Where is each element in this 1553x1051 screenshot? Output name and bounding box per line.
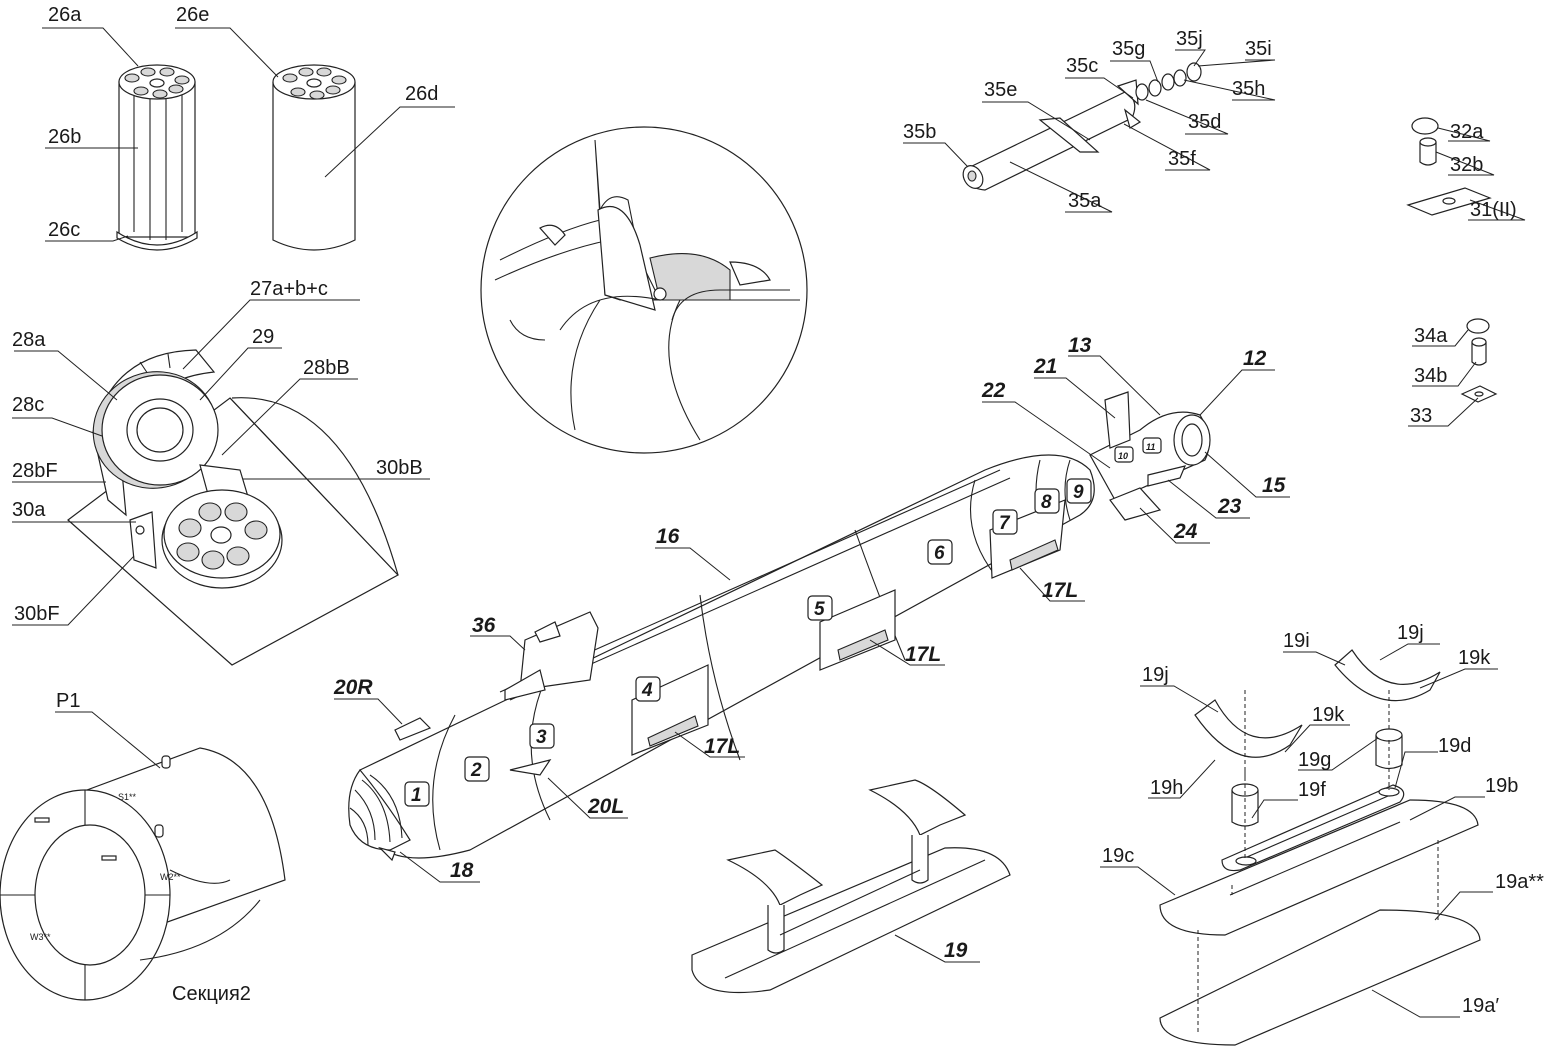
section-number-8: 8 [1041,492,1052,513]
label-19g: 19g [1298,749,1331,771]
marker-s1: S1** [118,792,137,802]
label-17L-c: 17L [704,735,740,758]
label-20R: 20R [333,676,373,699]
label-12: 12 [1243,347,1267,370]
section-number-1: 1 [411,785,422,806]
part-19-exploded [1159,649,1481,1046]
label-32a: 32a [1450,121,1484,143]
label-35e: 35e [984,79,1017,101]
label-35a: 35a [1068,190,1102,212]
label-28bF: 28bF [12,460,58,482]
label-35j: 35j [1176,28,1203,50]
part-35-torpedo [962,62,1202,191]
label-13: 13 [1068,334,1092,357]
label-17L-a: 17L [1042,579,1078,602]
label-35f: 35f [1168,148,1196,170]
label-33: 33 [1410,405,1432,427]
label-34b: 34b [1414,365,1447,387]
section-number-4: 4 [641,680,653,701]
part-26-tube-pack [116,64,198,251]
detail-circle-inset [480,126,808,454]
label-19f: 19f [1298,779,1326,801]
label-30a: 30a [12,499,46,521]
label-18: 18 [450,859,474,882]
section-number-5: 5 [814,599,825,620]
section-number-11: 11 [1146,442,1155,452]
section-number-7: 7 [999,513,1011,534]
label-28c: 28c [12,394,44,416]
label-19c: 19c [1102,845,1134,867]
marker-w3: W3** [30,932,51,942]
label-35g: 35g [1112,38,1145,60]
label-35b: 35b [903,121,936,143]
label-19a-prime: 19a′ [1462,995,1499,1017]
leader-19 [894,934,980,963]
main-hull [348,391,1211,862]
label-19j-right: 19j [1397,622,1424,644]
label-26e: 26e [176,4,209,26]
label-28bB: 28bB [303,357,350,379]
parts-33-34 [1460,318,1498,403]
label-26c: 26c [48,219,80,241]
leader-P1 [55,711,161,769]
label-30bF: 30bF [14,603,60,625]
label-17L-b: 17L [905,643,941,666]
label-19a-star: 19a** [1495,871,1544,893]
label-26d: 26d [405,83,438,105]
label-32b: 32b [1450,154,1483,176]
part-26-tube-shell [272,64,356,251]
label-24: 24 [1173,520,1198,543]
leaders-hull [334,355,1290,883]
label-36: 36 [472,614,496,637]
label-21: 21 [1033,355,1057,378]
leaders-27-30 [12,299,430,626]
label-31: 31(II) [1470,199,1517,221]
section-number-10: 10 [1118,451,1128,461]
label-16: 16 [656,525,680,548]
label-27abc: 27a+b+c [250,278,328,300]
label-35i: 35i [1245,38,1272,60]
parts-31-32 [1406,117,1492,216]
leaders-35 [903,49,1276,213]
section-boxes [404,437,1162,807]
label-19j-left: 19j [1142,664,1169,686]
label-P1: P1 [56,690,80,712]
label-23: 23 [1217,495,1242,518]
label-15: 15 [1262,474,1286,497]
label-19: 19 [944,939,968,962]
part-19-stand [691,779,1011,994]
label-28a: 28a [12,329,46,351]
label-35d: 35d [1188,111,1221,133]
label-34a: 34a [1414,325,1448,347]
leaders-26 [42,27,455,242]
section-number-3: 3 [536,727,547,748]
label-22: 22 [981,379,1006,402]
label-35h: 35h [1232,78,1265,100]
label-30bB: 30bB [376,457,423,479]
section-number-9: 9 [1073,482,1084,503]
marker-w2: W2** [160,872,181,882]
label-19h: 19h [1150,777,1183,799]
label-19i: 19i [1283,630,1310,652]
label-26b: 26b [48,126,81,148]
label-20L: 20L [587,795,624,818]
part-launcher-cassette [67,349,399,666]
label-19b: 19b [1485,775,1518,797]
leaders-31-34 [1408,127,1526,427]
section-number-6: 6 [934,543,945,564]
leaders-19-exploded [1100,643,1498,1018]
label-section2: Секция2 [172,983,251,1005]
label-19k-right: 19k [1458,647,1491,669]
part-P1-section [0,747,286,1001]
label-19d: 19d [1438,735,1471,757]
section-number-2: 2 [470,760,482,781]
label-19k-left: 19k [1312,704,1345,726]
label-26a: 26a [48,4,82,26]
label-29: 29 [252,326,274,348]
label-35c: 35c [1066,55,1098,77]
